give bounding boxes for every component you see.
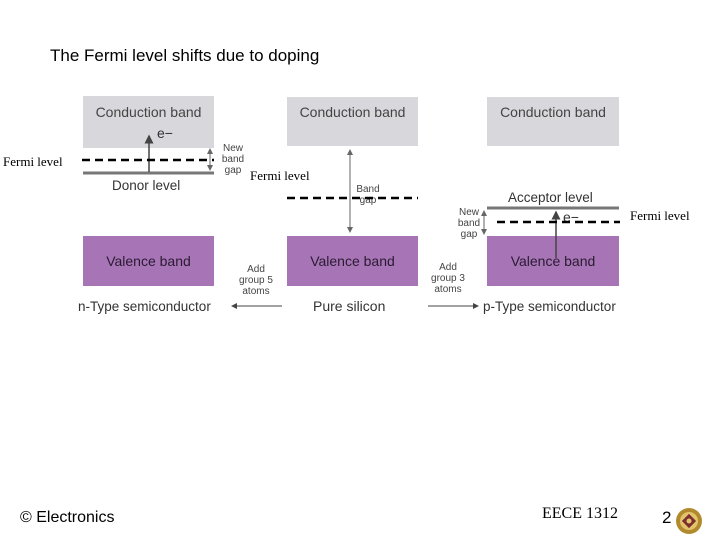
p-electron-label: e− [563, 209, 579, 225]
add-group3-line3: atoms [434, 284, 462, 295]
n-valence-band-label: Valence band [106, 253, 191, 269]
pure-valence-band: Valence band [287, 236, 418, 286]
add-group5-line3: atoms [242, 286, 270, 297]
add-group5-label: Add group 5 atoms [233, 264, 279, 297]
pure-caption: Pure silicon [313, 298, 386, 314]
add-group5-line1: Add [247, 264, 265, 275]
pure-valence-band-label: Valence band [310, 253, 395, 269]
pure-band-gap-label: Band gap [355, 184, 381, 206]
pure-fermi-level-label: Fermi level [250, 168, 310, 183]
n-type-caption: n-Type semiconductor [78, 299, 211, 314]
copyright-text: © Electronics [20, 509, 115, 526]
p-valence-band: Valence band [487, 236, 619, 286]
university-logo-icon [676, 508, 702, 534]
n-conduction-band: Conduction band [83, 96, 214, 148]
n-conduction-band-label: Conduction band [95, 104, 202, 120]
add-group3-line2: group 3 [431, 273, 465, 284]
p-fermi-level-label: Fermi level [630, 208, 690, 223]
p-new-band-gap-line3: gap [460, 229, 478, 240]
p-new-band-gap-line2: band [457, 218, 481, 229]
p-valence-band-label: Valence band [510, 253, 596, 269]
p-conduction-band: Conduction band [487, 97, 619, 146]
add-group3-label: Add group 3 atoms [424, 262, 472, 295]
slide-title: The Fermi level shifts due to doping [50, 46, 320, 65]
add-group5-line2: group 5 [239, 275, 273, 286]
p-new-band-gap-label: New band gap [456, 207, 482, 240]
n-new-band-gap-line2: band [221, 154, 245, 165]
p-conduction-band-label: Conduction band [500, 104, 606, 120]
pure-conduction-band-label: Conduction band [299, 104, 406, 120]
n-donor-level-label: Donor level [112, 178, 181, 193]
p-new-band-gap-line1: New [458, 207, 479, 218]
page-number: 2 [662, 508, 672, 527]
n-electron-label: e− [157, 125, 173, 141]
pure-band-gap-line2: gap [359, 195, 377, 206]
pure-band-gap-line1: Band [356, 184, 380, 195]
pure-conduction-band: Conduction band [287, 97, 418, 146]
p-acceptor-level-label: Acceptor level [508, 190, 593, 205]
add-group3-line1: Add [439, 262, 457, 273]
n-valence-band: Valence band [83, 236, 214, 286]
p-type-caption: p-Type semiconductor [483, 299, 616, 314]
course-code: EECE 1312 [542, 505, 618, 522]
n-new-band-gap-line3: gap [224, 165, 242, 176]
n-new-band-gap-line1: New [222, 143, 243, 154]
n-fermi-level-label: Fermi level [3, 154, 63, 169]
n-new-band-gap-label: New band gap [220, 143, 246, 176]
